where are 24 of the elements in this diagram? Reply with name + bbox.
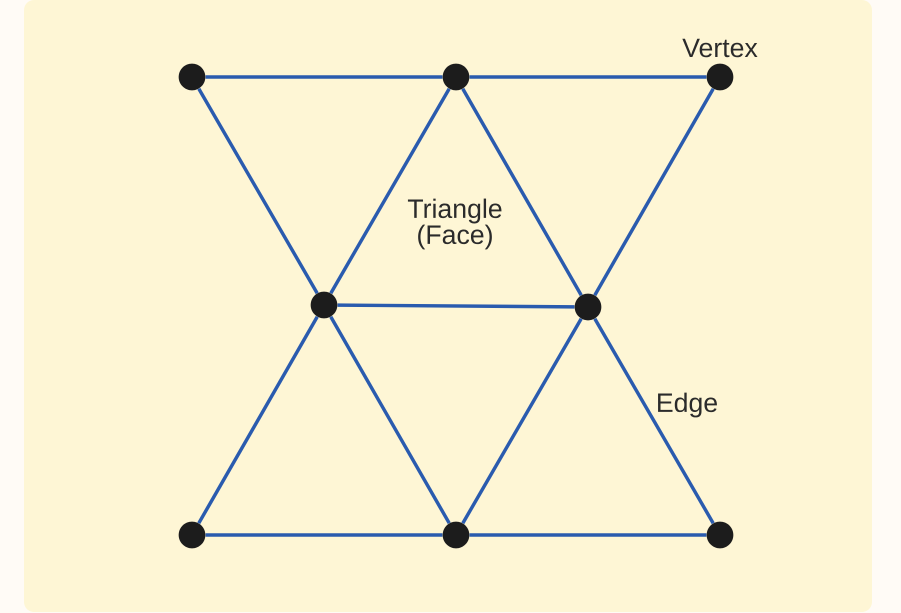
edge-line xyxy=(329,316,451,524)
part-name: Triangle (Face) xyxy=(408,198,502,250)
edge-line xyxy=(329,88,451,294)
edge-line xyxy=(470,75,706,79)
edge-line xyxy=(593,318,715,524)
edge-line xyxy=(206,533,442,537)
edge-line xyxy=(470,533,706,537)
vertex-dot xyxy=(706,64,734,90)
edge-line xyxy=(461,318,583,524)
edge-line xyxy=(461,88,583,296)
edge-line xyxy=(338,303,574,309)
edge-line xyxy=(197,316,319,524)
part-name: Vertex xyxy=(682,38,758,58)
vertex-dot xyxy=(574,294,602,320)
vertex-dot xyxy=(442,522,470,548)
edge-line xyxy=(197,88,319,294)
edge-line xyxy=(206,75,442,79)
vertex-dot xyxy=(310,292,338,318)
edge-line xyxy=(593,88,715,296)
part-name: Edge xyxy=(658,392,717,418)
vertex-dot xyxy=(178,64,206,90)
vertex-dot xyxy=(178,522,206,548)
vertex-dot xyxy=(706,522,734,548)
vertex-dot xyxy=(442,64,470,90)
